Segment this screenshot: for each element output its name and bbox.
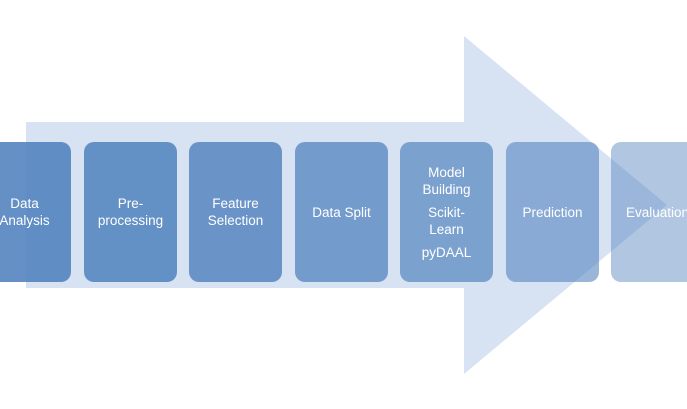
step-feature-selection-line-2: Selection (207, 213, 264, 228)
step-feature-selection-line-1: Feature (212, 196, 259, 211)
library-scikit-learn: Scikit- Learn (428, 204, 465, 238)
step-feature-selection: Feature Selection (189, 142, 282, 282)
step-data-split-line-1: Data Split (312, 204, 371, 220)
step-preprocessing-line-1: Pre- (117, 196, 144, 211)
step-model-building: Model Building Scikit- Learn pyDAAL (400, 142, 493, 282)
step-model-building-line-1: Model (428, 164, 465, 180)
step-preprocessing: Pre- processing (84, 142, 177, 282)
step-evaluation: Evaluation (611, 142, 687, 282)
step-prediction: Prediction (506, 142, 599, 282)
step-evaluation-line-1: Evaluation (625, 204, 687, 220)
step-data-analysis-line-2: Analysis (0, 213, 50, 228)
library-pydaal: pyDAAL (422, 244, 472, 261)
step-preprocessing-line-2: processing (97, 213, 164, 228)
library-pydaal-line-1: pyDAAL (421, 244, 472, 260)
step-model-building-line-2: Building (422, 181, 471, 197)
step-data-split: Data Split (295, 142, 388, 282)
step-data-analysis-line-1: Data (10, 196, 39, 211)
library-scikit-learn-line-1: Scikit- (428, 204, 465, 220)
library-scikit-learn-line-2: Learn (429, 221, 464, 237)
step-data-analysis: Data Analysis (0, 142, 71, 282)
step-prediction-line-1: Prediction (522, 204, 583, 220)
